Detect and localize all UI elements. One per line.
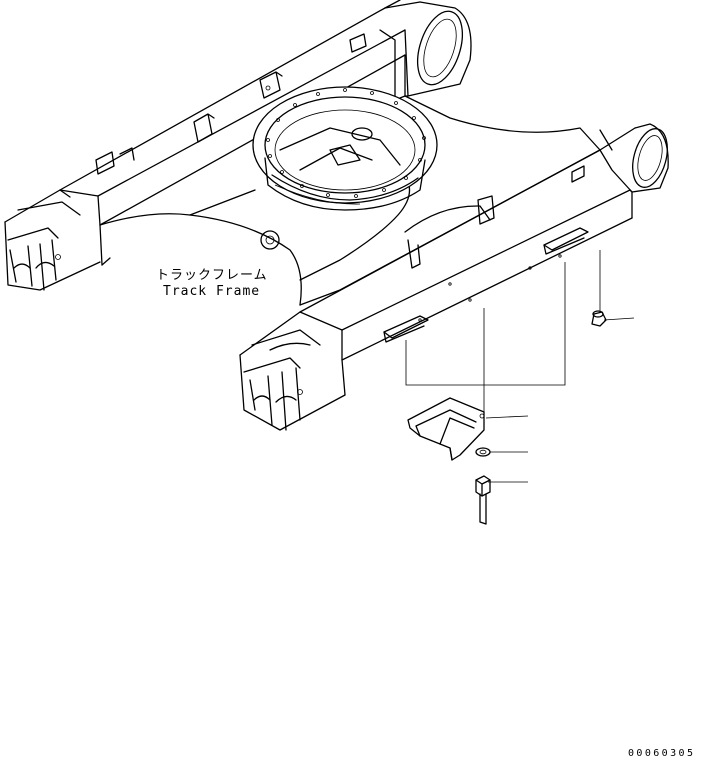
swing-circle	[252, 86, 438, 211]
washer-part	[475, 447, 491, 457]
plug-part	[591, 310, 607, 327]
left-side-frame	[4, 1, 421, 291]
right-frame-idler-housing	[599, 123, 669, 219]
track-guard-part	[407, 397, 485, 461]
bolt-part	[475, 475, 491, 525]
part-name-english: Track Frame	[163, 284, 261, 299]
callout-lines	[405, 250, 635, 483]
right-side-frame	[239, 127, 636, 431]
part-name-japanese: トラックフレーム	[156, 268, 268, 283]
left-frame-idler-housing	[379, 0, 472, 101]
mid-bracket	[404, 195, 495, 269]
drawing-code: 00060305	[628, 748, 696, 759]
